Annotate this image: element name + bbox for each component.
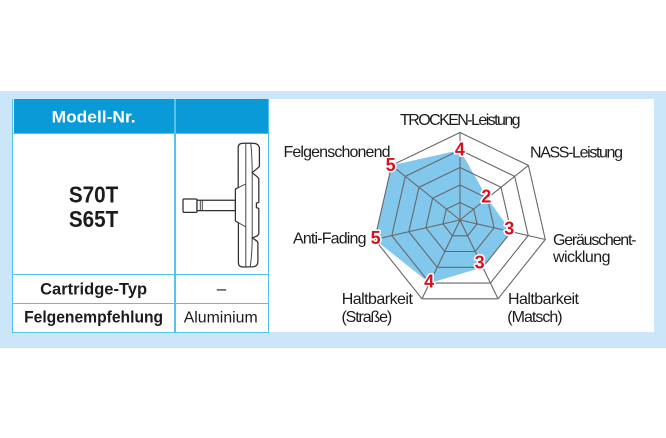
svg-text:3: 3 <box>504 219 514 239</box>
svg-text:NASS-Leistung: NASS-Leistung <box>530 144 623 161</box>
svg-text:4: 4 <box>424 272 434 292</box>
svg-text:–: – <box>217 279 227 298</box>
svg-text:5: 5 <box>386 155 396 175</box>
svg-text:Felgenempfehlung: Felgenempfehlung <box>24 309 163 327</box>
svg-text:Modell-Nr.: Modell-Nr. <box>52 107 136 126</box>
svg-text:Aluminium: Aluminium <box>184 310 258 327</box>
svg-text:wicklung: wicklung <box>552 249 611 266</box>
svg-text:(Straße): (Straße) <box>342 309 393 326</box>
svg-text:Geräuschent-: Geräuschent- <box>553 232 637 249</box>
svg-text:S65T: S65T <box>69 206 119 232</box>
svg-text:3: 3 <box>475 252 485 272</box>
svg-text:2: 2 <box>481 187 491 207</box>
svg-text:Cartridge-Typ: Cartridge-Typ <box>40 280 147 298</box>
svg-text:TROCKEN-Leistung: TROCKEN-Leistung <box>400 112 521 129</box>
svg-text:Haltbarkeit: Haltbarkeit <box>508 291 580 308</box>
svg-text:Haltbarkeit: Haltbarkeit <box>342 291 414 308</box>
svg-text:Felgenschonend: Felgenschonend <box>284 144 391 161</box>
svg-text:(Matsch): (Matsch) <box>507 309 562 326</box>
svg-text:4: 4 <box>455 140 465 160</box>
svg-text:S70T: S70T <box>69 182 119 208</box>
svg-text:Anti-Fading: Anti-Fading <box>293 230 367 247</box>
svg-text:5: 5 <box>371 228 381 248</box>
